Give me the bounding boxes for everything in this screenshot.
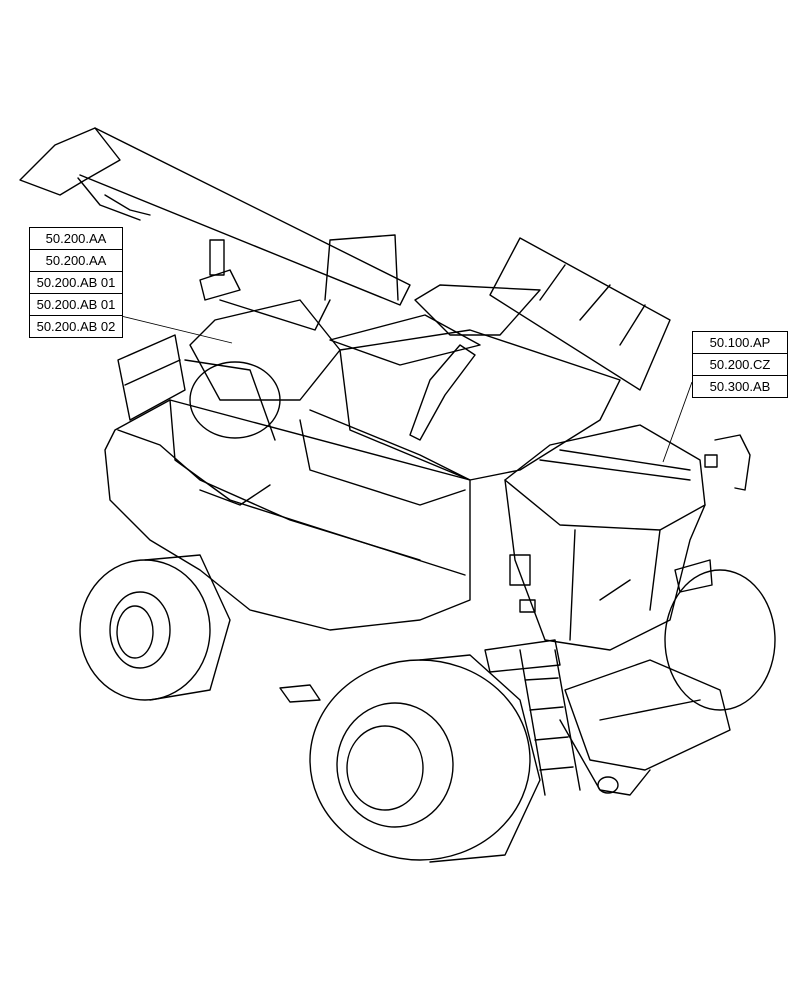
front-housing xyxy=(504,424,706,651)
callout-label: 50.200.AB 01 xyxy=(30,294,122,316)
unloading-auger xyxy=(19,127,411,306)
callout-box-right: 50.100.AP 50.200.CZ 50.300.AB xyxy=(692,331,788,398)
rear-axle-frame xyxy=(559,659,731,796)
callout-label: 50.200.AB 01 xyxy=(30,272,122,294)
side-handrails xyxy=(117,299,331,421)
right-side-components xyxy=(509,434,751,613)
callout-label: 50.200.AA xyxy=(30,250,122,272)
grain-tank-covers xyxy=(329,237,671,391)
main-body xyxy=(104,239,621,631)
callout-label: 50.100.AP xyxy=(693,332,787,354)
access-ladder xyxy=(484,639,581,796)
callout-leaders xyxy=(120,315,693,463)
callout-label: 50.200.AA xyxy=(30,228,122,250)
wheels xyxy=(79,554,776,863)
rear-handrail xyxy=(324,234,399,301)
callout-label: 50.200.CZ xyxy=(693,354,787,376)
callout-label: 50.300.AB xyxy=(709,379,771,394)
left-step xyxy=(279,684,321,703)
callout-box-left: 50.200.AA 50.200.AA 50.200.AB 01 50.200.… xyxy=(29,227,123,338)
callout-label: 50.200.AB 02 xyxy=(36,319,116,334)
